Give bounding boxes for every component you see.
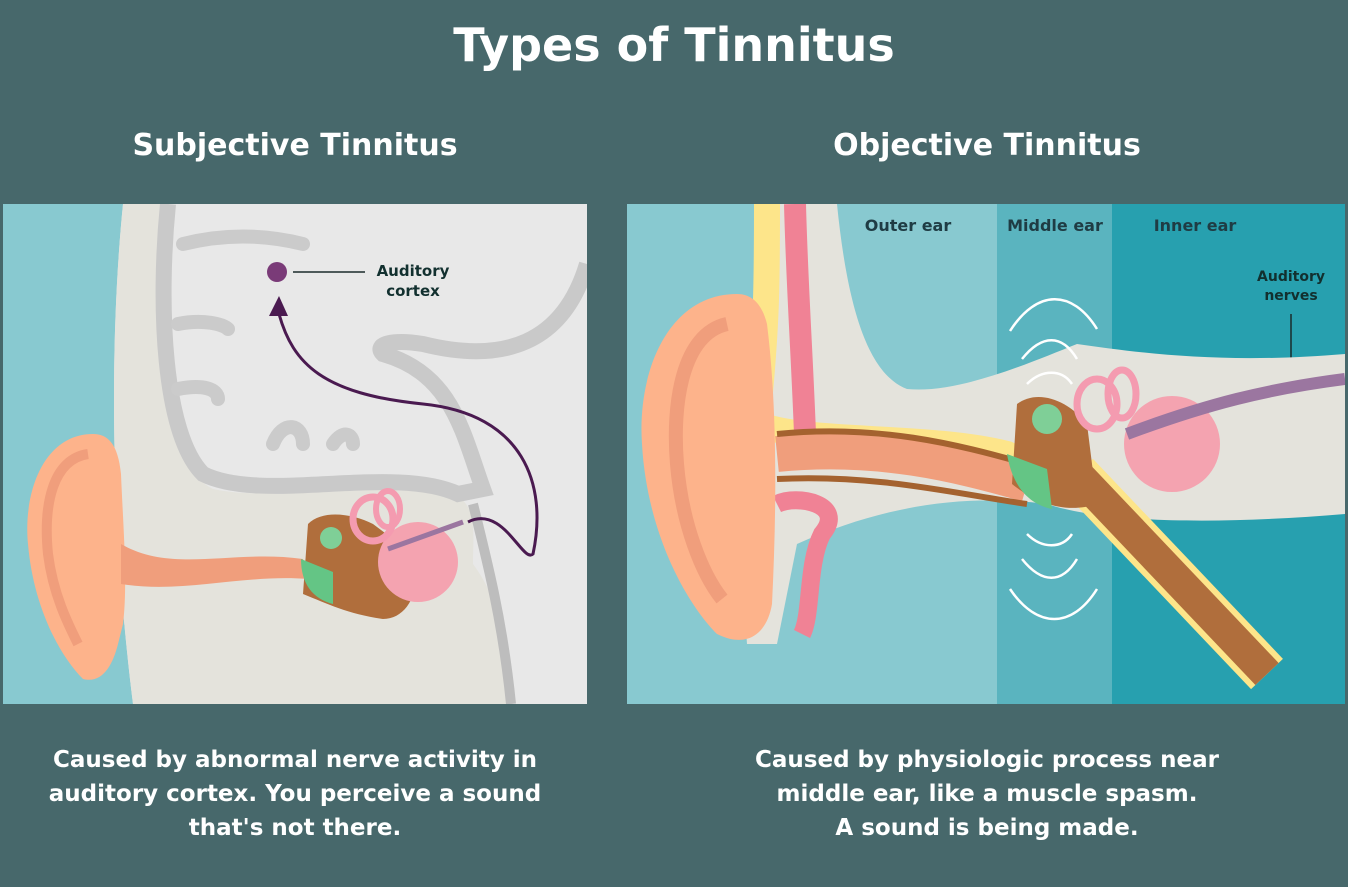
auditory-cortex-dot [267, 262, 287, 282]
caption-line: A sound is being made. [835, 815, 1139, 841]
auditory-nerves-label-1: Auditory [1257, 269, 1325, 285]
caption-line: that's not there. [188, 815, 402, 841]
auditory-cortex-label-1: Auditory [377, 262, 450, 280]
objective-caption: Caused by physiologic process near middl… [627, 743, 1347, 845]
ear-canal [775, 433, 1032, 502]
nerve-signal-arrow [277, 313, 539, 557]
objective-tinnitus-illustration: Outer ear Middle ear Inner ear Auditory … [627, 204, 1345, 704]
auditory-nerve [1124, 373, 1345, 440]
subjective-tinnitus-illustration: Auditory cortex [3, 204, 587, 704]
arrow-head-icon [269, 296, 288, 316]
caption-line: Caused by abnormal nerve activity in [53, 747, 537, 773]
cochlea [378, 522, 458, 602]
subjective-heading: Subjective Tinnitus [132, 128, 458, 163]
subjective-caption: Caused by abnormal nerve activity in aud… [0, 743, 590, 845]
ear-canal [121, 544, 308, 587]
caption-line: Caused by physiologic process near [755, 747, 1219, 773]
middle-ear-label: Middle ear [1007, 216, 1103, 235]
outer-ear-label: Outer ear [865, 216, 952, 235]
caption-line: auditory cortex. You perceive a sound [48, 781, 542, 807]
auditory-cortex-label-2: cortex [386, 282, 440, 300]
sound-waves-icon [1008, 298, 1099, 621]
inner-ear-label: Inner ear [1154, 216, 1237, 235]
objective-heading: Objective Tinnitus [833, 128, 1141, 163]
auditory-nerves-label-2: nerves [1264, 288, 1317, 304]
caption-line: middle ear, like a muscle spasm. [776, 781, 1198, 807]
page-title: Types of Tinnitus [453, 18, 895, 72]
